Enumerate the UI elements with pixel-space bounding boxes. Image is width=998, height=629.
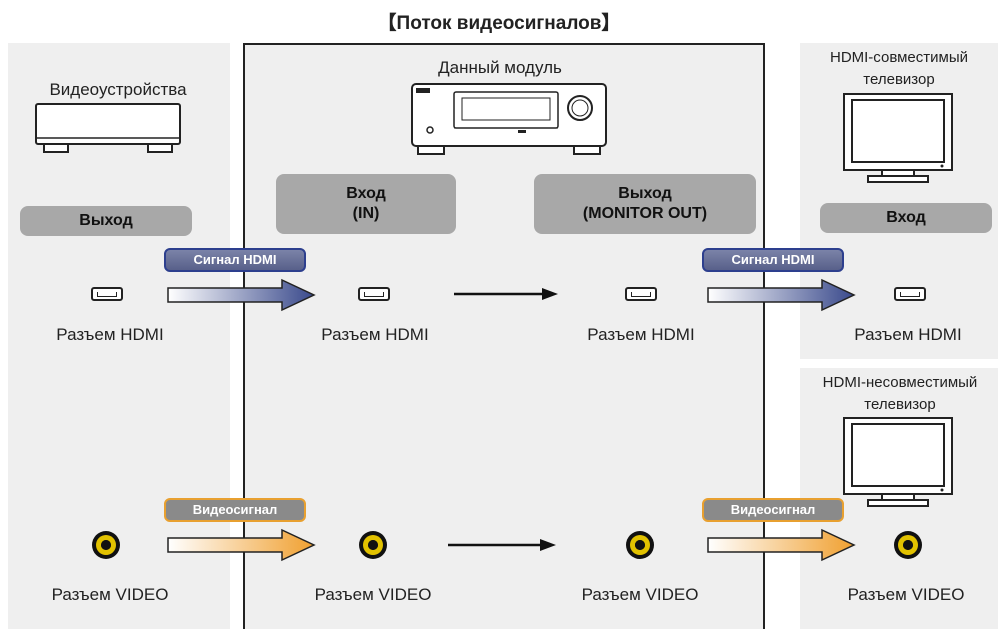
unit-output-label-line2: (MONITOR OUT) (582, 205, 708, 222)
internal-video-arrow (448, 539, 556, 551)
unit-video-in-rca-icon (359, 531, 387, 559)
unit-video-out-label: Разъем VIDEO (581, 585, 699, 604)
hdmi-tv-label-line1: HDMI-совместимый (829, 49, 968, 66)
video-device-icon (35, 103, 181, 153)
unit-hdmi-out-port-icon (625, 287, 657, 301)
tv-video-jack-label: Разъем VIDEO (847, 585, 965, 604)
hdmi-signal-badge-left: Сигнал HDMI (164, 248, 306, 272)
unit-output-label: Выход (MONITOR OUT) (534, 174, 756, 234)
video-signal-badge-left: Видеосигнал (164, 498, 306, 522)
unit-hdmi-in-label: Разъем HDMI (321, 325, 429, 344)
unit-input-label-line1: Вход (346, 185, 386, 202)
source-video-rca-icon (92, 531, 120, 559)
unit-hdmi-in-port-icon (358, 287, 390, 301)
hdmi-signal-badge-right: Сигнал HDMI (702, 248, 844, 272)
diagram-title: 【Поток видеосигналов】 (377, 13, 621, 34)
nonhdmi-tv-icon (843, 417, 953, 507)
video-signal-arrow-right (707, 528, 856, 562)
internal-hdmi-arrow (454, 288, 558, 300)
unit-hdmi-out-label: Разъем HDMI (587, 325, 695, 344)
av-receiver-icon (411, 83, 607, 155)
nonhdmi-tv-label: HDMI-несовместимый телевизор (802, 372, 998, 416)
nonhdmi-tv-label-line1: HDMI-несовместимый (822, 374, 978, 391)
video-signal-arrow-left (167, 528, 316, 562)
hdmi-signal-arrow-right (707, 278, 856, 312)
unit-label: Данный модуль (438, 58, 562, 77)
source-hdmi-jack-label: Разъем HDMI (56, 325, 164, 344)
source-device-label: Видеоустройства (49, 80, 187, 99)
unit-input-label-line2: (IN) (352, 205, 380, 222)
video-signal-badge-right: Видеосигнал (702, 498, 844, 522)
hdmi-tv-icon (843, 93, 953, 183)
tv-input-label: Вход (820, 203, 992, 233)
hdmi-tv-label: HDMI-совместимый телевизор (806, 47, 992, 91)
unit-input-label: Вход (IN) (276, 174, 456, 234)
hdmi-tv-label-line2: телевизор (863, 71, 935, 88)
hdmi-signal-arrow-left (167, 278, 316, 312)
unit-video-out-rca-icon (626, 531, 654, 559)
tv-video-rca-icon (894, 531, 922, 559)
source-hdmi-port-icon (91, 287, 123, 301)
tv-hdmi-jack-label: Разъем HDMI (854, 325, 962, 344)
nonhdmi-tv-label-line2: телевизор (864, 396, 936, 413)
unit-output-label-line1: Выход (618, 185, 672, 202)
source-video-jack-label: Разъем VIDEO (51, 585, 169, 604)
source-output-label: Выход (20, 206, 192, 236)
tv-hdmi-port-icon (894, 287, 926, 301)
unit-video-in-label: Разъем VIDEO (314, 585, 432, 604)
